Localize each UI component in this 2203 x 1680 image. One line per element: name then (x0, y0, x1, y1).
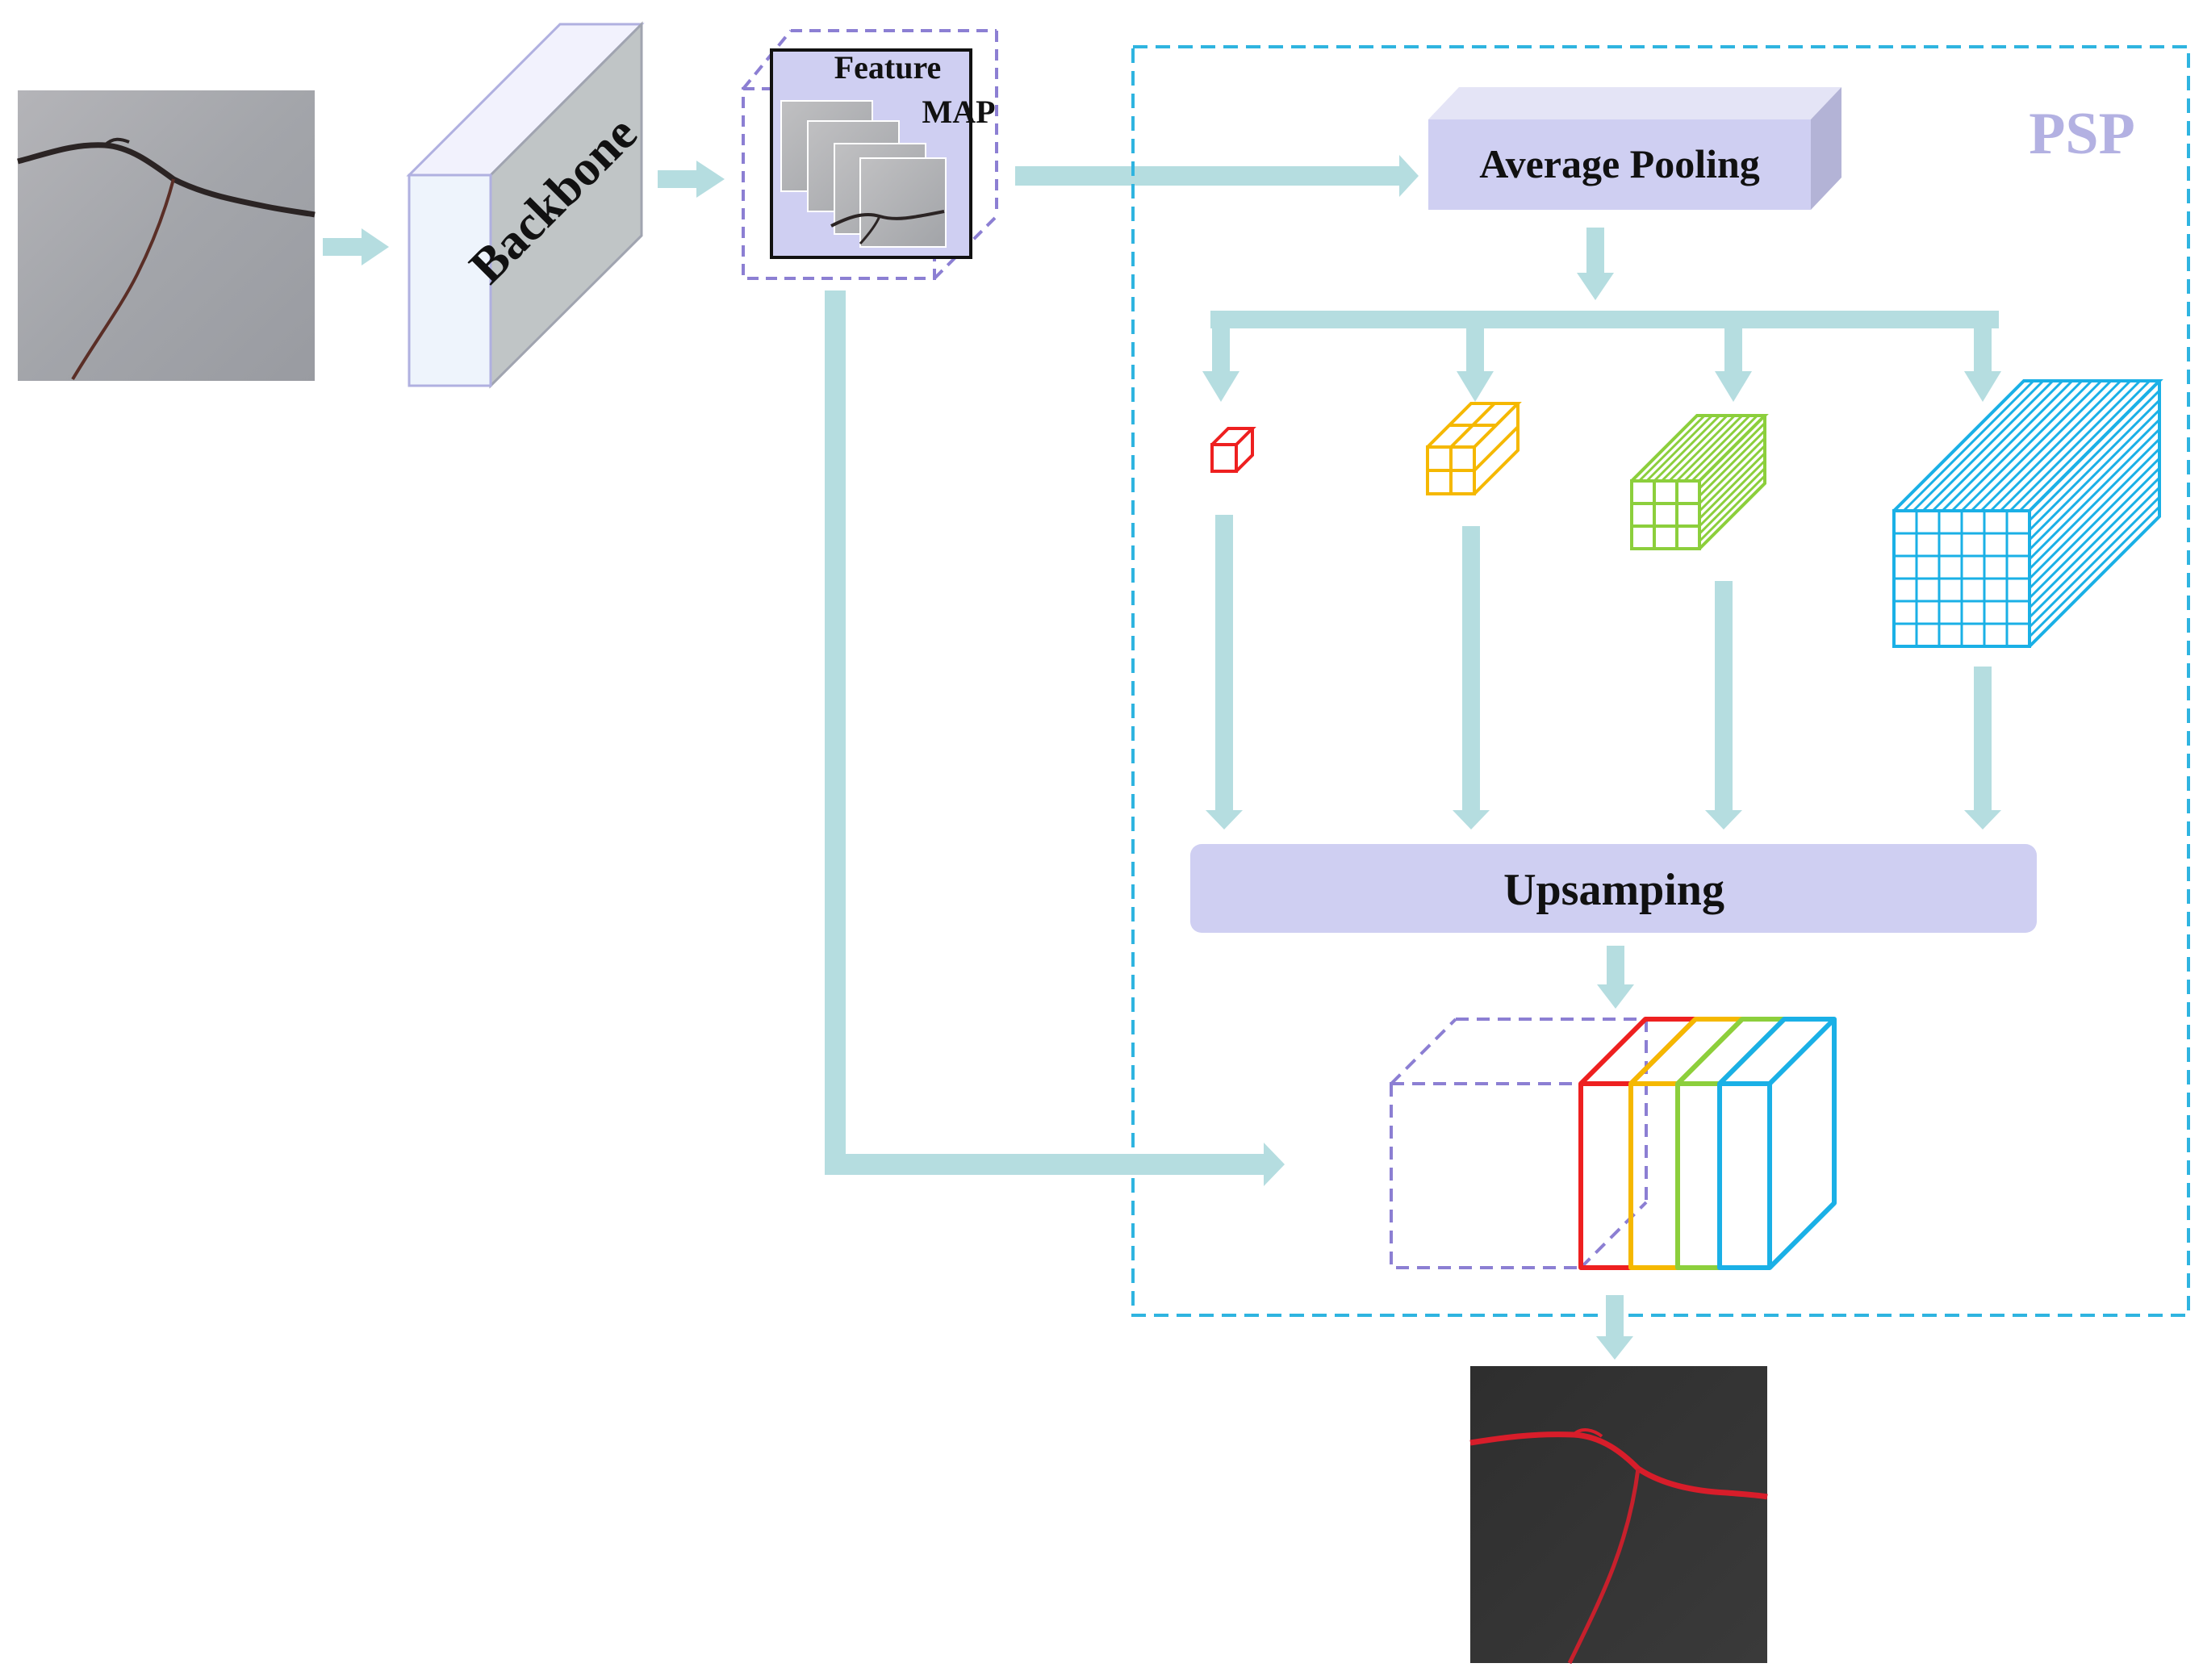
arrows-bins-to-upsampling (1206, 515, 2001, 830)
pooling-bin-6x6-grid (1894, 379, 2161, 646)
bin6-side-hatch (2028, 408, 2161, 541)
arrow-upsampling-to-concat (1597, 946, 1634, 1009)
bin6-top-hatch (2009, 379, 2142, 512)
arrow-feature-to-pooling (1015, 155, 1419, 197)
map-label: MAP (922, 94, 995, 130)
bin3-side-hatch (1698, 429, 1766, 497)
bin6-side-hatch (2028, 505, 2161, 638)
bin3-top-hatch (1675, 414, 1744, 483)
bin3-side-hatch (1698, 452, 1766, 520)
bin3-top-hatch (1638, 414, 1706, 483)
upsampled-slab-yellow (1628, 1017, 1745, 1270)
bin6-top-hatch (1989, 379, 2122, 512)
bin3-side-hatch (1698, 474, 1766, 542)
bin6-side-hatch (2028, 495, 2161, 629)
backbone-block: Backbone (406, 21, 647, 389)
distribution-bar (1210, 311, 1999, 328)
feature-map: Feature MAP (742, 29, 998, 280)
branch-arrows-to-bins (1202, 328, 2001, 402)
average-pooling-block: Average Pooling (1428, 87, 1841, 210)
bin6-top-hatch (1912, 379, 2045, 512)
upsampled-slab-blue (1717, 1017, 1837, 1270)
bin6-top-hatch (1970, 379, 2103, 512)
bin6-top-hatch (1902, 379, 2035, 512)
bin3-top-hatch (1668, 414, 1736, 483)
bin6-side-hatch (2028, 457, 2161, 590)
pooling-bin-1x1 (1210, 427, 1256, 473)
psp-label: PSP (2029, 101, 2135, 167)
bin6-top-hatch (1979, 379, 2113, 512)
skip-connection-arrow (825, 290, 1285, 1186)
bin3-top-hatch (1691, 414, 1758, 483)
bin3-top-hatch (1653, 414, 1721, 483)
bin6-side-hatch (2028, 466, 2161, 600)
arrow-backbone-to-feature-map (658, 161, 725, 198)
bin3-side-hatch (1698, 459, 1766, 528)
bin6-top-hatch (1941, 379, 2074, 512)
arrow-pooling-down (1577, 228, 1614, 300)
bin6-side-hatch (2028, 389, 2161, 522)
bin6-top-hatch (2018, 379, 2151, 512)
bin6-side-hatch (2028, 437, 2161, 570)
pooling-bin-2x2 (1426, 402, 1522, 495)
arrow-input-to-backbone (323, 228, 389, 265)
bin3-top-hatch (1661, 414, 1729, 483)
bin6-side-hatch (2028, 486, 2161, 619)
bin6-top-hatch (1950, 379, 2084, 512)
input-crack-image (17, 90, 316, 381)
upsampling-label: Upsamping (1503, 865, 1724, 915)
bin6-top-hatch (1921, 379, 2055, 512)
bin3-top-hatch (1645, 414, 1713, 483)
bin6-side-hatch (2028, 418, 2161, 551)
psp-module-border (1131, 45, 2190, 1317)
bin6-side-hatch (2028, 447, 2161, 580)
upsampling-block: Upsamping (1190, 844, 2037, 933)
bin3-top-hatch (1683, 414, 1751, 483)
output-segmentation-image (1469, 1366, 1768, 1665)
bin3-side-hatch (1698, 437, 1766, 505)
feature-label: Feature (834, 49, 942, 86)
pooling-bin-3x3-hatch (1638, 414, 1766, 542)
bin6-top-hatch (1999, 379, 2132, 512)
bin6-side-hatch (2028, 399, 2161, 532)
bin6-side-hatch (2028, 476, 2161, 609)
bin3-side-hatch (1698, 422, 1766, 490)
bin3-side-hatch (1698, 445, 1766, 512)
bin6-top-hatch (1931, 379, 2064, 512)
average-pooling-label: Average Pooling (1479, 141, 1760, 186)
bin6-top-hatch (1960, 379, 2093, 512)
bin6-side-hatch (2028, 428, 2161, 561)
concatenated-features (1390, 1017, 1837, 1270)
bin3-side-hatch (1698, 467, 1766, 535)
arrow-concat-to-output (1596, 1295, 1633, 1360)
pooling-bin-6x6 (1892, 379, 2163, 648)
